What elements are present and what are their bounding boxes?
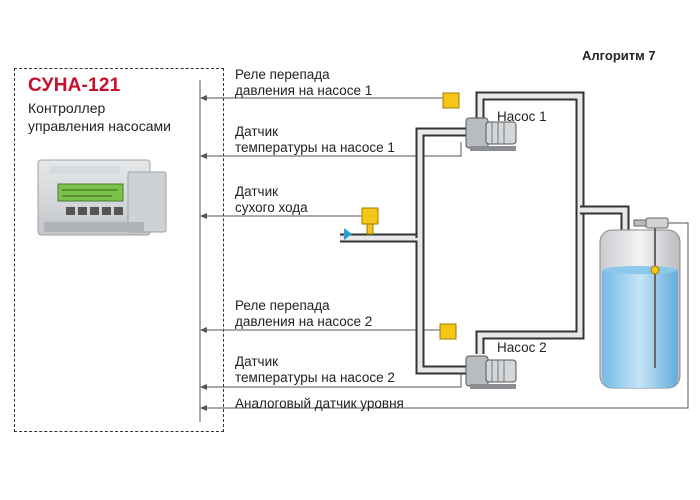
signal-dry-run-sensor: Датчик сухого хода: [235, 184, 308, 215]
controller-desc-line1: Контроллер: [28, 100, 106, 116]
inlet-arrow-icon: [344, 228, 352, 240]
pump-2-icon: [465, 355, 517, 389]
pump-1-label: Насос 1: [497, 109, 547, 124]
controller-device-image: [37, 159, 167, 236]
pressure-relay-1-icon: [442, 92, 460, 109]
signal-temp-sensor-2: Датчик температуры на насосе 2: [235, 354, 395, 385]
controller-box: [14, 68, 224, 432]
controller-description: Контроллер управления насосами: [28, 99, 208, 135]
dry-run-sensor-icon: [361, 207, 379, 235]
level-sensor-icon: [633, 217, 669, 229]
signal-pressure-relay-2: Реле перепада давления на насосе 2: [235, 298, 373, 329]
pressure-relay-2-icon: [439, 323, 457, 340]
controller-brand: СУНА-121: [28, 75, 121, 96]
signal-level-sensor: Аналоговый датчик уровня: [235, 396, 404, 411]
water-tank: [599, 225, 681, 389]
pump-2-label: Насос 2: [497, 340, 547, 355]
signal-pressure-relay-1: Реле перепада давления на насосе 1: [235, 67, 373, 98]
signal-temp-sensor-1: Датчик температуры на насосе 1: [235, 124, 395, 155]
pump-1-icon: [465, 117, 517, 151]
controller-desc-line2: управления насосами: [28, 118, 171, 134]
algorithm-label: Алгоритм 7: [582, 48, 656, 63]
